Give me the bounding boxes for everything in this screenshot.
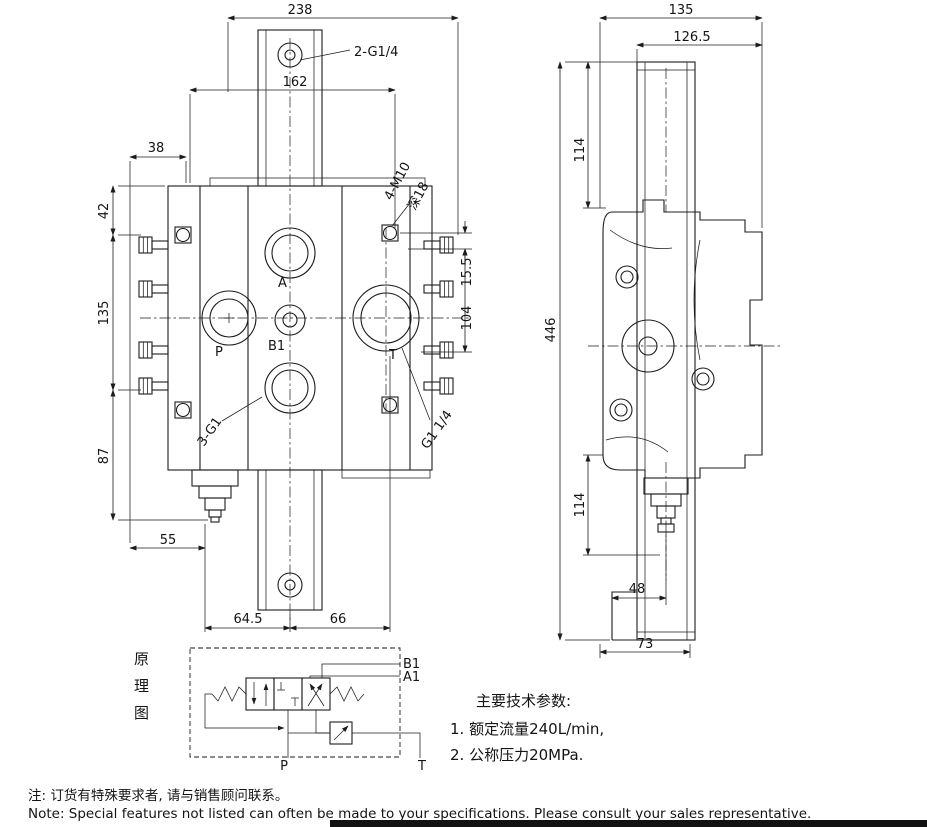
footer-bar bbox=[330, 820, 927, 827]
dim-64-5: 64.5 bbox=[234, 612, 263, 627]
notes: 注: 订货有特殊要求者, 请与销售顾问联系。 Note: Special fea… bbox=[28, 787, 811, 822]
leader-line bbox=[299, 49, 351, 61]
label-2-g14: 2-G1/4 bbox=[354, 45, 398, 60]
dim-135-side: 135 bbox=[669, 3, 694, 18]
spool-boss bbox=[638, 336, 658, 356]
dim-126-5: 126.5 bbox=[673, 30, 710, 45]
side-body bbox=[602, 199, 763, 641]
m10-hole bbox=[382, 225, 398, 241]
mounting-hole bbox=[174, 401, 192, 419]
port-p-circle bbox=[201, 290, 257, 346]
m10-hole bbox=[381, 224, 399, 242]
spool-boss bbox=[621, 319, 675, 373]
dim-73: 73 bbox=[637, 637, 654, 652]
lower-port-circle bbox=[271, 369, 309, 407]
relief-valve-front bbox=[191, 469, 239, 523]
flange-hole bbox=[277, 572, 303, 598]
side-dimensions: 135 126.5 446 114 114 48 bbox=[544, 3, 763, 658]
valve-body bbox=[167, 177, 433, 479]
relief-valve-side bbox=[643, 477, 689, 542]
flange-hole bbox=[277, 42, 303, 68]
dim-114-top: 114 bbox=[573, 138, 588, 163]
foot-outline bbox=[611, 591, 637, 640]
lower-port-circle bbox=[264, 362, 316, 414]
mounting-hole bbox=[175, 227, 191, 243]
bolt-hole bbox=[615, 265, 639, 289]
label-port-a: A bbox=[278, 276, 287, 291]
dim-42: 42 bbox=[97, 203, 112, 220]
schematic-port-t: T bbox=[417, 759, 426, 774]
leader-line bbox=[221, 396, 263, 422]
flange-hole bbox=[284, 49, 296, 61]
port-t-circle bbox=[352, 284, 420, 352]
mounting-hole bbox=[174, 226, 192, 244]
dim-48: 48 bbox=[629, 582, 646, 597]
flange-hole bbox=[284, 579, 296, 591]
leader-line bbox=[391, 202, 411, 227]
bolt-hole bbox=[614, 403, 628, 417]
leader-line bbox=[401, 347, 431, 421]
note-en: Note: Special features not listed can of… bbox=[28, 806, 811, 822]
dim-66: 66 bbox=[330, 612, 347, 627]
bolt-hole bbox=[620, 270, 634, 284]
schematic-port-b1: B1 bbox=[403, 657, 420, 672]
bolt-hole bbox=[609, 398, 633, 422]
dim-15-5: 15.5 bbox=[460, 258, 475, 287]
bolt-hole bbox=[696, 372, 710, 386]
label-port-t: T bbox=[388, 348, 397, 363]
schematic-title-char: 原 bbox=[134, 650, 149, 668]
specs-item: 2. 公称压力20MPa. bbox=[450, 746, 583, 764]
spring-symbol bbox=[211, 686, 247, 702]
label-port-p: P bbox=[215, 345, 223, 360]
schematic-port-a1: A1 bbox=[403, 670, 420, 685]
dim-446: 446 bbox=[544, 318, 559, 343]
port-a-circle bbox=[271, 234, 309, 272]
spring-symbol bbox=[329, 686, 365, 702]
port-t-circle bbox=[360, 292, 412, 344]
bolt-hole bbox=[691, 367, 715, 391]
casting-curve bbox=[605, 436, 669, 453]
dim-238: 238 bbox=[288, 3, 313, 18]
bottom-flange bbox=[257, 469, 323, 611]
schematic-border bbox=[189, 647, 401, 758]
schematic-title-char: 图 bbox=[134, 704, 149, 722]
schematic-lines bbox=[204, 663, 421, 758]
dim-104: 104 bbox=[460, 306, 475, 331]
dim-87: 87 bbox=[97, 448, 112, 465]
relief-valve-symbol bbox=[329, 721, 353, 745]
front-dimensions: 238 162 38 42 135 87 55 bbox=[97, 3, 475, 632]
dim-135: 135 bbox=[97, 301, 112, 326]
dim-55: 55 bbox=[160, 533, 177, 548]
schematic-title-char: 理 bbox=[134, 677, 149, 695]
casting-curve bbox=[609, 229, 673, 249]
dim-162: 162 bbox=[283, 75, 308, 90]
port-b1-circle bbox=[274, 304, 306, 336]
schematic-port-p: P bbox=[280, 759, 288, 774]
label-port-b1: B1 bbox=[268, 339, 285, 354]
port-a-circle bbox=[264, 227, 316, 279]
mounting-hole bbox=[175, 402, 191, 418]
dim-38: 38 bbox=[148, 141, 165, 156]
casting-curve bbox=[693, 239, 701, 361]
specs-item: 1. 额定流量240L/min, bbox=[450, 720, 604, 738]
port-p-circle bbox=[209, 298, 249, 338]
specs-title: 主要技术参数: bbox=[476, 692, 571, 710]
dim-114-bottom: 114 bbox=[573, 493, 588, 518]
note-cn: 注: 订货有特殊要求者, 请与销售顾问联系。 bbox=[28, 787, 288, 804]
schematic: 原 理 图 bbox=[134, 647, 426, 774]
port-b1-circle bbox=[282, 312, 298, 328]
side-view: 135 126.5 446 114 114 48 bbox=[544, 3, 782, 658]
specs: 主要技术参数: 1. 额定流量240L/min, 2. 公称压力20MPa. bbox=[450, 692, 604, 764]
